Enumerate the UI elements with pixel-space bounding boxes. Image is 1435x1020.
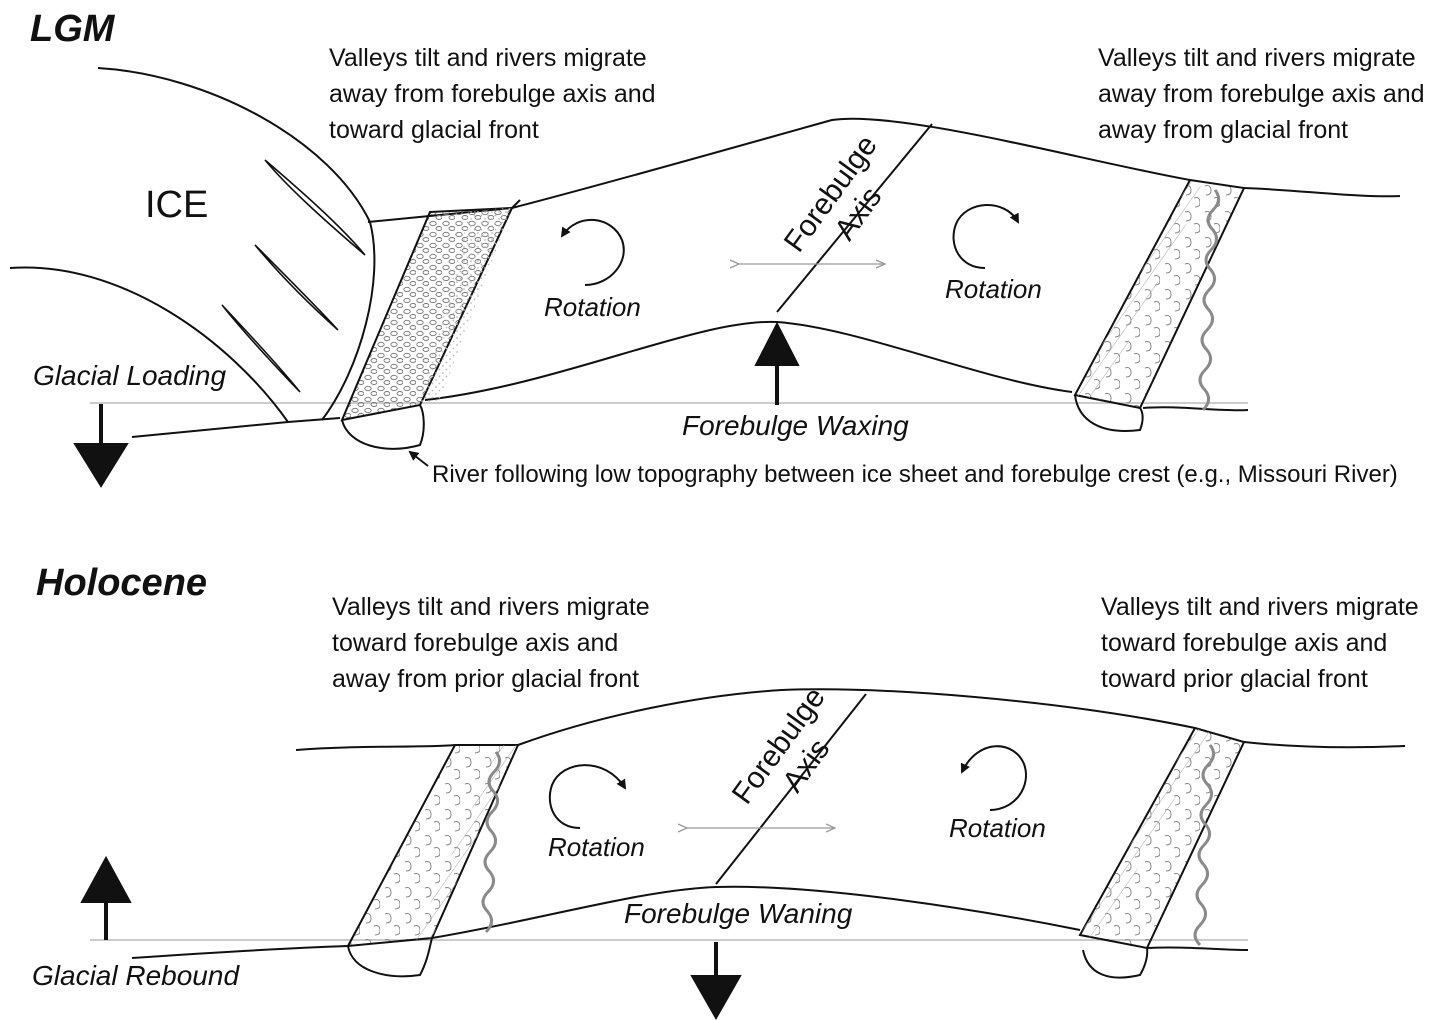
caption-line: Valleys tilt and rivers migrate [1098,40,1416,76]
holocene-panel [82,689,1405,1018]
holocene-right-low [1147,947,1248,950]
forebulge-waxing-label: Forebulge Waxing [682,410,909,442]
caption-line: Valleys tilt and rivers migrate [1101,589,1419,625]
ice-flow-lines [222,160,365,392]
holocene-right-channel [1083,948,1147,978]
holocene-left-ground [132,946,348,958]
holocene-rotation-right-icon [962,746,1026,810]
lgm-right-low [1143,407,1248,410]
ice-sheet-base [10,267,288,422]
glacial-loading-arrow-icon [75,444,127,486]
glacial-rebound-label: Glacial Rebound [32,960,239,992]
caption-line: away from glacial front [1098,112,1348,148]
lgm-left-ground [132,418,340,437]
glacial-loading-label: Glacial Loading [33,360,226,392]
caption-line: away from forebulge axis and [1098,76,1425,112]
ice-label: ICE [145,184,208,227]
river-note: River following low topography between i… [432,461,1398,489]
caption-line: toward glacial front [329,112,539,148]
lgm-rotation-left-icon [562,220,624,285]
caption-line: toward forebulge axis and [1101,625,1387,661]
caption-line: away from prior glacial front [332,661,639,697]
glacial-rebound-arrow-icon [82,858,130,902]
holocene-left-surface [296,745,455,750]
caption-line: away from forebulge axis and [329,76,656,112]
lgm-rotation-right-label: Rotation [945,274,1042,305]
holocene-title: Holocene [36,562,207,605]
lgm-forebulge-curve [425,322,1072,400]
forebulge-waning-label: Forebulge Waning [624,898,852,930]
lgm-rotation-left-label: Rotation [544,292,641,323]
holocene-rotation-left-label: Rotation [548,832,645,863]
forebulge-waxing-arrow-icon [756,324,798,365]
lgm-rotation-right-icon [954,205,1018,268]
lgm-right-surface [1244,188,1400,196]
caption-line: toward prior glacial front [1101,661,1368,697]
caption-line: toward forebulge axis and [332,625,618,661]
holocene-rotation-left-icon [550,765,625,828]
holocene-right-surface [1244,742,1405,747]
caption-line: Valleys tilt and rivers migrate [329,40,647,76]
lgm-title: LGM [30,8,114,51]
river-pointer-icon [410,452,428,466]
holocene-rotation-right-label: Rotation [949,813,1046,844]
caption-line: Valleys tilt and rivers migrate [332,589,650,625]
forebulge-waning-arrow-icon [692,976,740,1018]
